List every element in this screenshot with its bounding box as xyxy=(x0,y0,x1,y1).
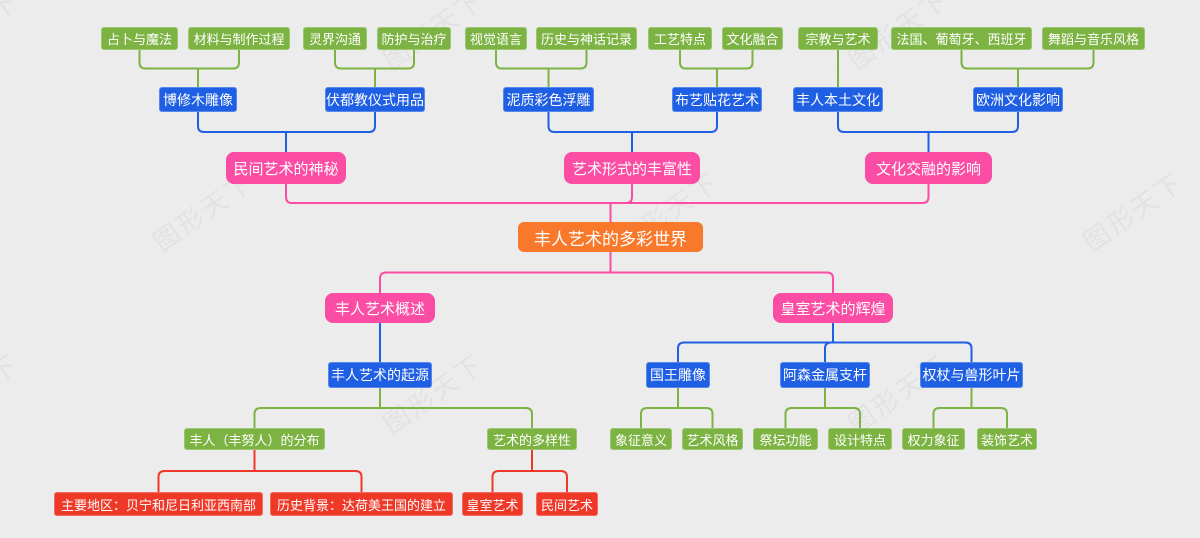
node-origin[interactable]: 丰人艺术的起源 xyxy=(328,362,432,388)
node-divination[interactable]: 占卜与魔法 xyxy=(101,27,178,50)
node-scepter[interactable]: 权杖与兽形叶片 xyxy=(920,362,1023,388)
node-visual[interactable]: 视觉语言 xyxy=(465,27,527,50)
connector xyxy=(837,111,930,133)
connector xyxy=(640,407,679,429)
node-power[interactable]: 权力象征 xyxy=(902,428,965,450)
node-diversity[interactable]: 艺术的多样性 xyxy=(487,428,577,450)
node-native[interactable]: 丰人本土文化 xyxy=(793,87,883,112)
connector xyxy=(285,183,612,204)
node-europe[interactable]: 欧洲文化影响 xyxy=(973,87,1063,112)
node-royal-glory[interactable]: 皇室艺术的辉煌 xyxy=(773,293,893,323)
node-distribution[interactable]: 丰人（丰努人）的分布 xyxy=(184,428,325,450)
node-asen[interactable]: 阿森金属支杆 xyxy=(780,362,870,388)
node-decorative[interactable]: 装饰艺术 xyxy=(977,428,1037,450)
connector xyxy=(547,49,588,70)
node-background[interactable]: 历史背景：达荷美王国的建立 xyxy=(270,492,453,516)
connector xyxy=(495,49,550,70)
connector xyxy=(379,271,612,294)
node-folk-mystery[interactable]: 民间艺术的神秘 xyxy=(226,152,346,184)
connector xyxy=(547,111,633,133)
node-voodoo[interactable]: 伏都教仪式用品 xyxy=(325,87,425,112)
node-craft[interactable]: 工艺特点 xyxy=(648,27,712,50)
connector xyxy=(716,49,754,70)
node-royal-art[interactable]: 皇室艺术 xyxy=(462,492,523,516)
node-countries[interactable]: 法国、葡萄牙、西班牙 xyxy=(891,27,1032,50)
node-altar[interactable]: 祭坛功能 xyxy=(753,428,818,450)
connector xyxy=(970,407,1008,429)
node-folk-art[interactable]: 民间艺术 xyxy=(536,492,598,516)
connector xyxy=(531,470,568,493)
connector xyxy=(253,407,381,429)
connector xyxy=(960,49,1019,70)
node-applique[interactable]: 布艺贴花艺术 xyxy=(672,87,762,112)
node-symbolic[interactable]: 象征意义 xyxy=(610,428,672,450)
node-culture-blend[interactable]: 文化交融的影响 xyxy=(865,152,992,184)
connector xyxy=(677,341,834,363)
connector xyxy=(784,407,826,429)
node-fusion[interactable]: 文化融合 xyxy=(722,27,783,50)
connector xyxy=(197,111,287,133)
connector xyxy=(932,407,973,429)
node-history[interactable]: 历史与神话记录 xyxy=(536,27,637,50)
connector xyxy=(609,183,930,204)
node-protection[interactable]: 防护与治疗 xyxy=(377,27,451,50)
node-bocio[interactable]: 博修木雕像 xyxy=(159,87,237,112)
connector xyxy=(631,111,718,133)
connector xyxy=(824,407,861,429)
node-spirit[interactable]: 灵界沟通 xyxy=(303,27,367,50)
connector xyxy=(285,111,376,133)
node-richness[interactable]: 艺术形式的丰富性 xyxy=(564,152,700,184)
connector xyxy=(609,183,633,204)
connector xyxy=(832,341,973,363)
node-region[interactable]: 主要地区：贝宁和尼日利亚西南部 xyxy=(54,492,263,516)
node-materials[interactable]: 材料与制作过程 xyxy=(188,27,290,50)
node-relief[interactable]: 泥质彩色浮雕 xyxy=(503,87,594,112)
node-art-style[interactable]: 艺术风格 xyxy=(682,428,743,450)
connector xyxy=(253,470,363,493)
node-religion[interactable]: 宗教与艺术 xyxy=(798,27,878,50)
node-king-statue[interactable]: 国王雕像 xyxy=(646,362,710,388)
connector xyxy=(927,111,1019,133)
node-root[interactable]: 丰人艺术的多彩世界 xyxy=(518,222,703,252)
node-overview[interactable]: 丰人艺术概述 xyxy=(325,293,435,323)
connector xyxy=(679,49,718,70)
connector xyxy=(138,49,199,70)
node-design[interactable]: 设计特点 xyxy=(828,428,892,450)
connector xyxy=(197,49,240,70)
node-dance[interactable]: 舞蹈与音乐风格 xyxy=(1042,27,1145,50)
connector xyxy=(824,341,834,363)
connector xyxy=(1017,49,1095,70)
connector xyxy=(677,407,714,429)
connector xyxy=(157,470,256,493)
connector xyxy=(609,271,834,294)
connector xyxy=(491,470,533,493)
connector xyxy=(379,407,533,429)
connector xyxy=(374,49,415,70)
connector xyxy=(334,49,376,70)
